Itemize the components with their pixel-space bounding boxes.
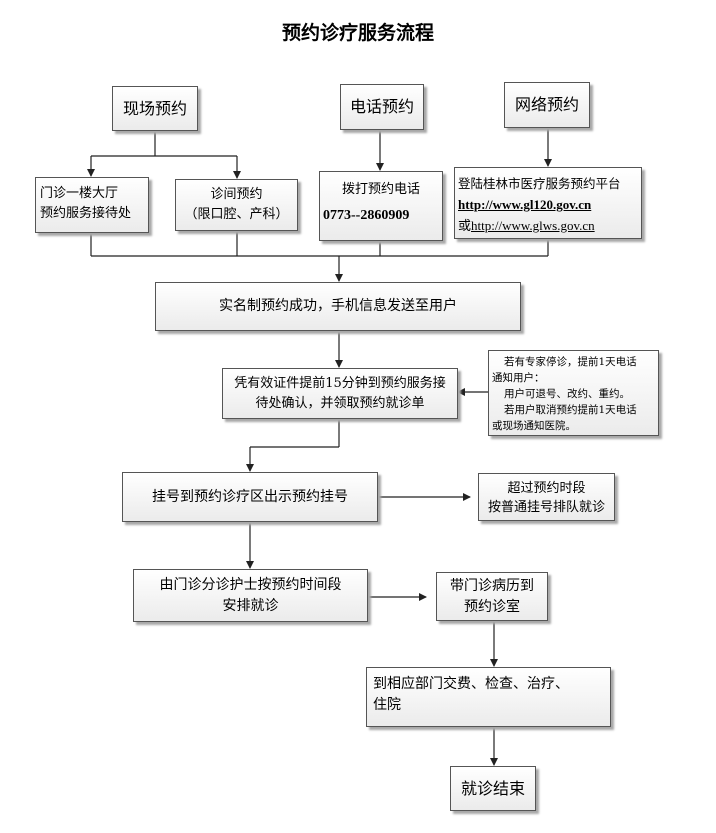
hall-reception-line-2: 预约服务接待处 (40, 206, 132, 221)
department-line-2: 住院 (373, 697, 401, 713)
nurse-arrange-box: 由门诊分诊护士按预约时间段 安排就诊 (133, 569, 368, 622)
hall-reception-box: 门诊一楼大厅 预约服务接待处 (35, 177, 149, 233)
confirm-line-2: 待处确认，并领取预约就诊单 (255, 396, 425, 411)
notice-line-3: 用户可退号、改约、重约。 (504, 388, 630, 400)
overtime-line-1: 超过预约时段 (507, 481, 586, 496)
phone-booking-label: 电话预约 (349, 97, 414, 116)
page-title: 预约诊疗服务流程 (281, 22, 434, 44)
booking-success-label: 实名制预约成功，手机信息发送至用户 (219, 298, 457, 314)
overtime-box: 超过预约时段 按普通挂号排队就诊 (478, 473, 615, 521)
register-box: 挂号到预约诊疗区出示预约挂号 (122, 472, 378, 522)
web-link-prefix: 或 (458, 219, 472, 234)
clinic-booking-line-1: 诊间预约 (210, 187, 263, 202)
dial-booking-box: 拨打预约电话 0773--2860909 (319, 171, 443, 241)
web-platform-line-1: 登陆桂林市医疗服务预约平台 (458, 176, 621, 191)
notice-line-5: 或现场通知医院。 (492, 420, 576, 432)
phone-number: 0773--2860909 (323, 208, 410, 223)
nurse-arrange-line-1: 由门诊分诊护士按预约时间段 (159, 577, 342, 593)
web-link-gl120[interactable]: http://www.gl120.gov.cn (458, 197, 592, 212)
confirm-box: 凭有效证件提前15分钟到预约服务接 待处确认，并领取预约就诊单 (222, 368, 458, 419)
expert-notice-box: 若有专家停诊，提前1天电话 通知用户： 用户可退号、改约、重约。 若用户取消预约… (488, 350, 659, 436)
confirm-line-1: 凭有效证件提前15分钟到预约服务接 (234, 376, 446, 391)
department-line-1: 到相应部门交费、检查、治疗、 (373, 676, 569, 692)
medical-records-line-2: 预约诊室 (464, 599, 520, 615)
visit-end-label: 就诊结束 (460, 779, 525, 798)
medical-records-box: 带门诊病历到 预约诊室 (436, 572, 548, 621)
booking-success-box: 实名制预约成功，手机信息发送至用户 (155, 282, 521, 331)
notice-line-2: 通知用户： (492, 372, 545, 384)
overtime-line-2: 按普通挂号排队就诊 (487, 500, 605, 515)
phone-booking-box: 电话预约 (340, 84, 424, 130)
online-booking-box: 网络预约 (504, 82, 590, 128)
onsite-booking-label: 现场预约 (122, 99, 187, 118)
web-link-glws[interactable]: http://www.glws.gov.cn (471, 218, 595, 233)
hall-reception-line-1: 门诊一楼大厅 (40, 186, 119, 201)
register-label: 挂号到预约诊疗区出示预约挂号 (152, 489, 348, 505)
web-platform-box: 登陆桂林市医疗服务预约平台 http://www.gl120.gov.cn 或h… (454, 167, 642, 239)
department-box: 到相应部门交费、检查、治疗、 住院 (366, 667, 611, 727)
clinic-booking-line-2: （限口腔、产科） (184, 207, 289, 222)
nurse-arrange-line-2: 安排就诊 (222, 598, 279, 614)
visit-end-box: 就诊结束 (450, 766, 536, 811)
notice-line-1: 若有专家停诊，提前1天电话 (504, 356, 637, 368)
medical-records-line-1: 带门诊病历到 (450, 578, 534, 594)
onsite-booking-box: 现场预约 (112, 86, 198, 131)
notice-line-4: 若用户取消预约提前1天电话 (504, 404, 637, 416)
dial-booking-line-1: 拨打预约电话 (341, 182, 420, 197)
online-booking-label: 网络预约 (514, 95, 579, 114)
clinic-booking-box: 诊间预约 （限口腔、产科） (175, 179, 298, 231)
